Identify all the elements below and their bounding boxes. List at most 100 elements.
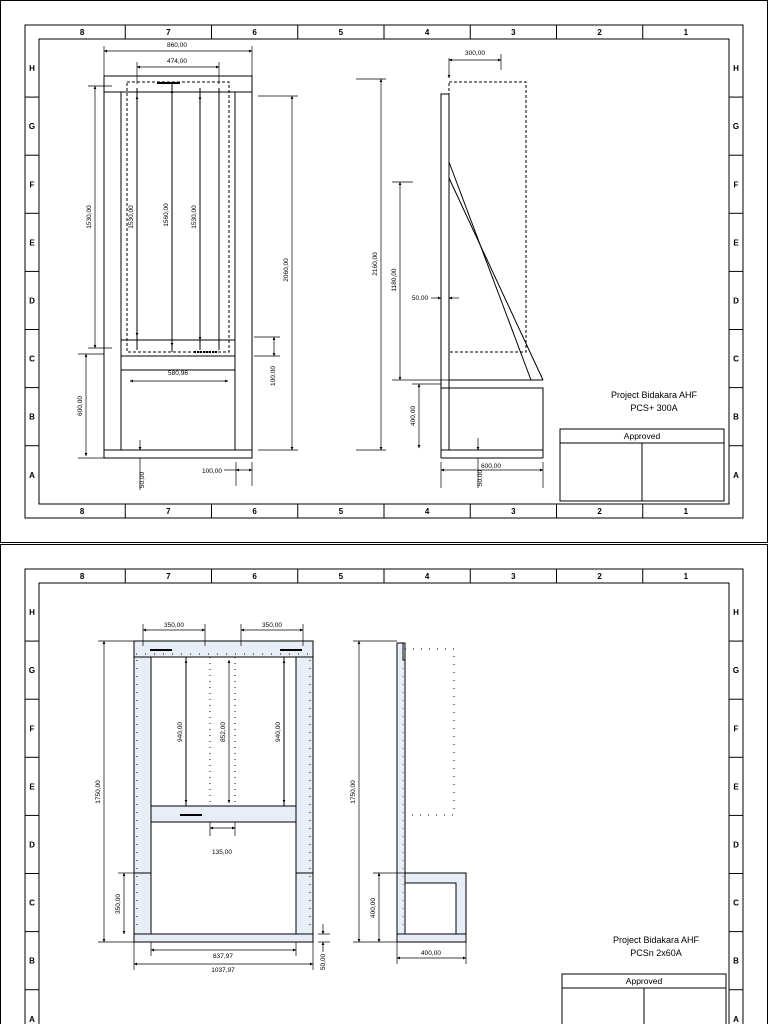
sheet2-row-label-A-left: A xyxy=(29,1015,35,1024)
sheet-1-frame xyxy=(24,24,744,519)
sheet2-row-label-G-left: G xyxy=(29,666,35,675)
dim2-rod-center: 852,00 xyxy=(220,722,227,742)
dim-side-lower: 400,00 xyxy=(410,406,417,426)
dim2-right-top: 350,00 xyxy=(262,622,282,629)
dim-side-bottom: 50,00 xyxy=(477,469,484,486)
sheet1-row-label-B-left: B xyxy=(29,413,35,422)
dim2-rod-left: 940,00 xyxy=(177,722,184,742)
dim-front-inner-width: 474,00 xyxy=(167,58,187,65)
sheet1-col-label-7-top: 7 xyxy=(166,28,171,37)
side-brace-1 xyxy=(448,161,532,381)
sheet1-row-label-E-right: E xyxy=(733,238,739,247)
sheet1-row-label-B-right: B xyxy=(733,413,739,422)
sheet-2-front-dimensions xyxy=(98,624,330,970)
dim2-total-height: 1750,00 xyxy=(95,780,102,804)
front-frame-inner xyxy=(120,91,236,451)
sheet2-col-label-8-top: 8 xyxy=(80,572,85,581)
dim-front-rod-3: 1530,00 xyxy=(191,205,198,229)
side-brace-2 xyxy=(448,177,544,381)
sheet1-col-label-3-bottom: 3 xyxy=(511,507,516,516)
sheet2-col-label-2-top: 2 xyxy=(597,572,602,581)
dim-front-step: 100,00 xyxy=(270,366,277,386)
sheet-1-front-labels: 860,00 474,00 1530,00 1530,00 1560,00 15… xyxy=(77,42,290,488)
sheet1-row-label-F-left: F xyxy=(30,180,35,189)
front2-top-beam xyxy=(133,640,314,658)
sheet1-col-label-7-bottom: 7 xyxy=(166,507,171,516)
sheet1-col-label-3-top: 3 xyxy=(511,28,516,37)
sheet1-col-label-8-top: 8 xyxy=(80,28,85,37)
sheet1-row-label-H-left: H xyxy=(29,64,35,73)
dim-front-width: 860,00 xyxy=(167,42,187,49)
side2-post xyxy=(396,642,406,935)
sheet1-col-label-6-bottom: 6 xyxy=(252,507,257,516)
front-frame-outline xyxy=(103,75,253,459)
dim-front-rod-1: 1530,00 xyxy=(128,205,135,229)
side2-dotted-cabinet xyxy=(404,648,455,816)
sheet2-row-label-F-right: F xyxy=(734,724,739,733)
dim2-side-total-height: 1750,00 xyxy=(350,780,357,804)
dim-side-offset: 300,00 xyxy=(465,50,485,57)
sheet1-row-label-G-right: G xyxy=(733,122,739,131)
sheet2-col-label-4-top: 4 xyxy=(425,572,430,581)
dim-front-rod-2: 1560,00 xyxy=(163,203,170,227)
sheet1-col-label-5-top: 5 xyxy=(339,28,344,37)
sheet2-row-label-G-right: G xyxy=(733,666,739,675)
sheet-2-front-view xyxy=(133,640,314,943)
dim2-total-width: 1037,97 xyxy=(211,967,235,974)
sheet1-col-label-2-bottom: 2 xyxy=(597,507,602,516)
sheet2-col-label-7-top: 7 xyxy=(166,572,171,581)
sheet2-row-label-H-left: H xyxy=(29,608,35,617)
sheet-1-outer-border xyxy=(0,0,768,543)
sheet-1-side-labels: 2160,00 300,00 1180,00 50,00 400,00 600,… xyxy=(372,50,501,486)
sheet2-row-label-E-right: E xyxy=(733,782,739,791)
sheet2-row-label-B-right: B xyxy=(733,957,739,966)
sheet2-row-label-E-left: E xyxy=(29,782,35,791)
sheet2-col-label-1-top: 1 xyxy=(684,572,689,581)
sheet1-row-label-A-left: A xyxy=(29,471,35,480)
front2-bottom-beam xyxy=(133,933,314,943)
sheet1-row-label-A-right: A xyxy=(733,471,739,480)
dim-side-gap: 50,00 xyxy=(412,295,429,302)
sheet2-col-label-5-top: 5 xyxy=(339,572,344,581)
sheet-1-project-title: Project Bidakara AHF xyxy=(611,390,698,400)
sheet1-row-label-E-left: E xyxy=(29,238,35,247)
sheet1-row-label-G-left: G xyxy=(29,122,35,131)
sheet2-row-label-C-left: C xyxy=(29,899,35,908)
dim2-rod-right: 940,00 xyxy=(275,722,282,742)
front2-right-foot xyxy=(295,872,314,935)
sheet1-row-label-C-right: C xyxy=(733,355,739,364)
dim2-side-depth: 400,00 xyxy=(421,950,441,957)
sheet-1-approved-label: Approved xyxy=(624,431,661,441)
side2-top-hook xyxy=(397,642,405,661)
sheet1-row-label-D-left: D xyxy=(29,296,35,305)
sheet2-col-label-6-top: 6 xyxy=(252,572,257,581)
sheet-2-side-view xyxy=(396,642,467,943)
sheet-1-front-dimensions xyxy=(78,46,298,490)
dim-front-foot-width: 100,00 xyxy=(202,468,222,475)
sheet-1-side-dimensions xyxy=(356,54,544,488)
dim2-bottom: 50,00 xyxy=(320,953,327,970)
sheet2-row-label-C-right: C xyxy=(733,899,739,908)
sheet1-row-label-C-left: C xyxy=(29,355,35,364)
sheet1-col-label-4-top: 4 xyxy=(425,28,430,37)
sheet-2-project-subtitle: PCSn 2x60A xyxy=(630,948,682,958)
dim2-inner-width: 837,97 xyxy=(213,953,233,960)
dim-front-beam: 580,96 xyxy=(168,370,188,377)
sheet-2-side-dimensions xyxy=(353,640,467,964)
sheet2-col-label-3-top: 3 xyxy=(511,572,516,581)
sheet-2-approved-label: Approved xyxy=(626,976,663,986)
dim-side-total-height: 2160,00 xyxy=(372,252,379,276)
sheet-2-front-labels: 350,00 350,00 940,00 852,00 940,00 1750,… xyxy=(95,622,327,974)
sheet2-row-label-B-left: B xyxy=(29,957,35,966)
sheet2-row-label-A-right: A xyxy=(733,1015,739,1024)
sheet-2-side-labels: 1750,00 400,00 400,00 xyxy=(350,780,441,957)
sheet2-row-label-F-left: F xyxy=(30,724,35,733)
sheet1-row-label-H-right: H xyxy=(733,64,739,73)
sheet-1-side-view xyxy=(440,81,544,459)
sheet1-col-label-8-bottom: 8 xyxy=(80,507,85,516)
dim2-center-gap: 135,00 xyxy=(212,849,232,856)
